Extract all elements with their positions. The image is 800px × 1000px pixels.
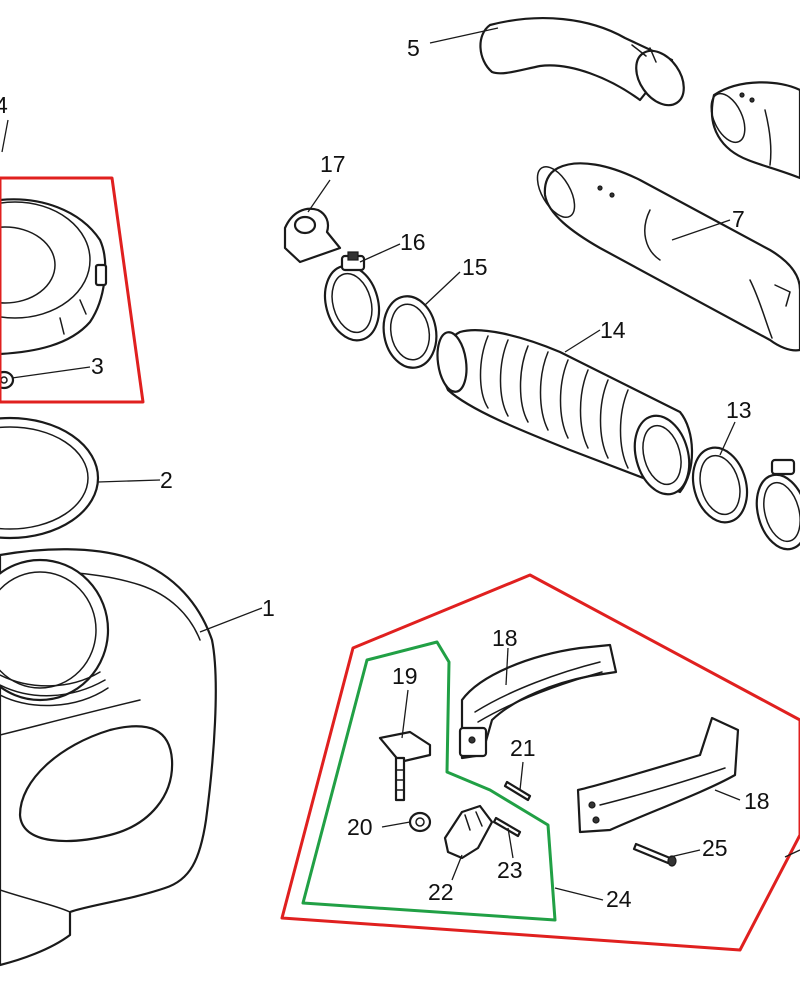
callout-13: 13 bbox=[726, 397, 752, 423]
part-short-pin bbox=[503, 780, 532, 802]
highlight-box-pin-kit bbox=[301, 640, 557, 922]
part-gasket-ring bbox=[0, 416, 100, 540]
callout-19: 19 bbox=[392, 663, 418, 689]
callout-20: 20 bbox=[347, 814, 373, 840]
callout-2: 2 bbox=[160, 467, 173, 493]
part-handle-lower bbox=[576, 716, 740, 834]
callout-4: 4 bbox=[0, 92, 8, 118]
callout-7: 7 bbox=[732, 206, 745, 232]
part-hose-clamp-right bbox=[755, 458, 800, 551]
part-seal-ring bbox=[382, 295, 438, 369]
callout-14: 14 bbox=[600, 317, 626, 343]
part-nut bbox=[0, 370, 15, 390]
part-handle-upper bbox=[458, 643, 618, 760]
callout-15: 15 bbox=[462, 254, 488, 280]
part-hose-clamp bbox=[323, 251, 381, 342]
part-tank-cap bbox=[0, 198, 108, 356]
callout-17: 17 bbox=[320, 151, 346, 177]
highlight-box-cap bbox=[0, 176, 145, 404]
leader-lines bbox=[1, 27, 800, 901]
part-clip bbox=[283, 207, 342, 264]
callout-22: 22 bbox=[428, 879, 454, 905]
callout-16: 16 bbox=[400, 229, 426, 255]
callout-18-lower: 18 bbox=[744, 788, 770, 814]
part-short-pin-2 bbox=[492, 816, 522, 838]
part-small-nut bbox=[408, 811, 432, 833]
part-housing bbox=[0, 548, 217, 967]
callout-23: 23 bbox=[497, 857, 523, 883]
part-ring-13 bbox=[691, 446, 749, 524]
callout-21: 21 bbox=[510, 735, 536, 761]
part-screw bbox=[632, 842, 677, 867]
part-elbow-pipe bbox=[479, 17, 685, 107]
part-upper-pipe bbox=[710, 81, 800, 180]
callout-25: 25 bbox=[702, 835, 728, 861]
part-straight-pipe bbox=[536, 162, 800, 352]
part-bracket bbox=[443, 804, 494, 860]
part-flex-hose bbox=[436, 329, 694, 496]
callout-1: 1 bbox=[262, 595, 275, 621]
callout-24: 24 bbox=[606, 886, 632, 912]
callout-5: 5 bbox=[407, 35, 420, 61]
callout-18-upper: 18 bbox=[492, 625, 518, 651]
highlight-box-handle-kit bbox=[280, 573, 800, 952]
callout-3: 3 bbox=[91, 353, 104, 379]
part-pin bbox=[378, 730, 432, 802]
